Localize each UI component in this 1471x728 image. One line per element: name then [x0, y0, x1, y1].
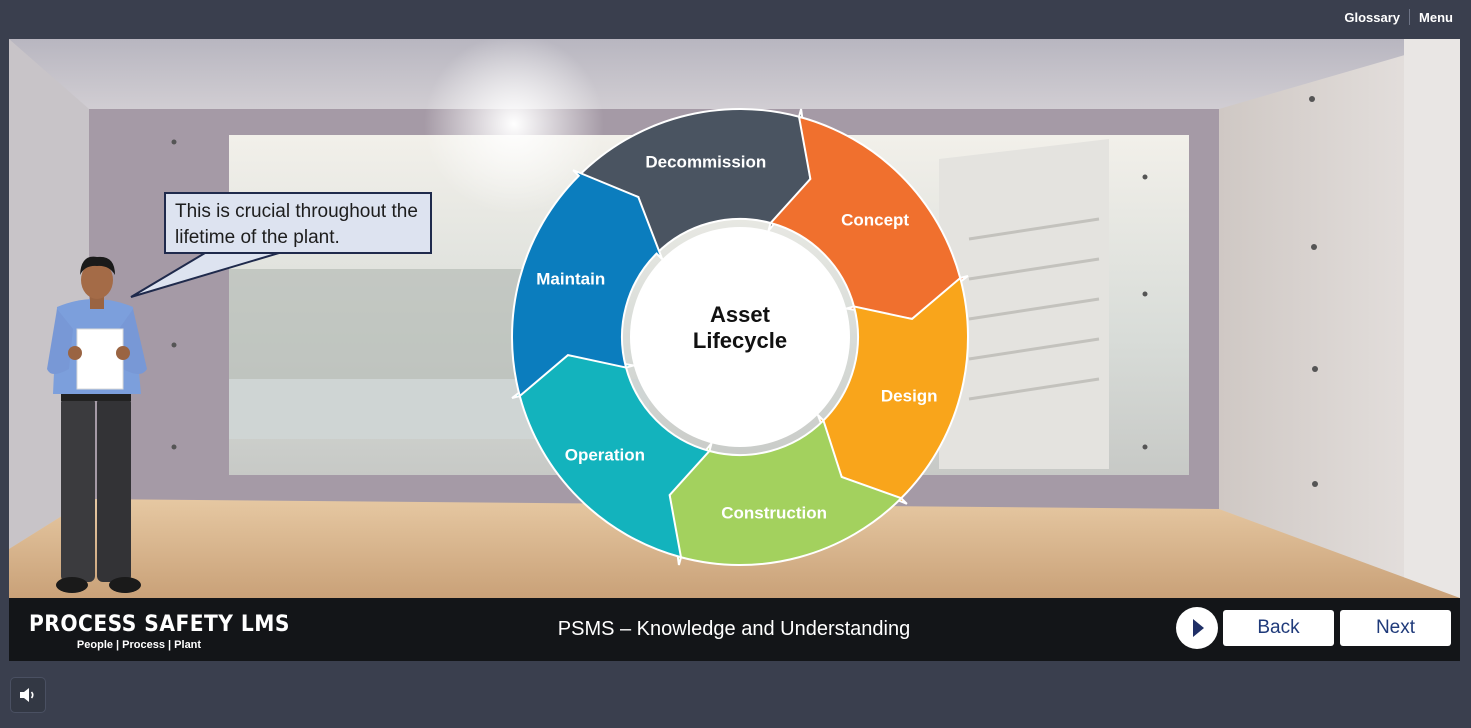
asset-lifecycle-diagram: Asset Lifecycle DecommissionConceptDesig… [511, 108, 969, 566]
presenter-figure [47, 256, 147, 593]
play-button[interactable] [1176, 607, 1218, 649]
lifecycle-segment-construction [668, 418, 904, 566]
top-links: Glossary Menu [1344, 9, 1453, 25]
lifecycle-segment-concept [768, 115, 969, 320]
lifecycle-segment-decommission [576, 108, 812, 256]
brand-logo: PROCESS SAFETY LMS People | Process | Pl… [29, 612, 290, 651]
glossary-link[interactable]: Glossary [1344, 9, 1401, 25]
course-title: PSMS – Knowledge and Understanding [557, 618, 911, 640]
lifecycle-segment-operation [511, 354, 712, 559]
lifecycle-segment-maintain [511, 169, 664, 398]
footer-bar: PROCESS SAFETY LMS People | Process | Pl… [9, 598, 1460, 661]
lifecycle-center-circle [630, 227, 850, 447]
speech-bubble-text: This is crucial throughout the lifetime … [175, 201, 418, 248]
lifecycle-label-maintain: Maintain [536, 270, 605, 289]
next-button[interactable]: Next [1340, 610, 1451, 646]
speech-bubble: This is crucial throughout the lifetime … [164, 192, 432, 254]
back-button[interactable]: Back [1223, 610, 1334, 646]
lifecycle-segment-design [816, 276, 969, 505]
divider [1409, 9, 1411, 25]
lifecycle-label-operation: Operation [565, 445, 645, 464]
brand-subtitle: People | Process | Plant [76, 639, 202, 651]
audio-toggle-button[interactable] [11, 678, 45, 712]
speaker-icon [20, 688, 34, 702]
lifecycle-label-decommission: Decommission [645, 152, 766, 171]
center-label-line2: Lifecycle [693, 328, 787, 353]
top-bar: Glossary Menu [0, 0, 1471, 39]
lifecycle-label-concept: Concept [841, 211, 909, 230]
play-icon [1193, 619, 1204, 637]
lifecycle-label-construction: Construction [721, 504, 827, 523]
center-label-line1: Asset [710, 302, 771, 327]
menu-link[interactable]: Menu [1419, 9, 1453, 25]
brand-title: PROCESS SAFETY LMS [29, 612, 290, 637]
lifecycle-label-design: Design [881, 386, 938, 405]
